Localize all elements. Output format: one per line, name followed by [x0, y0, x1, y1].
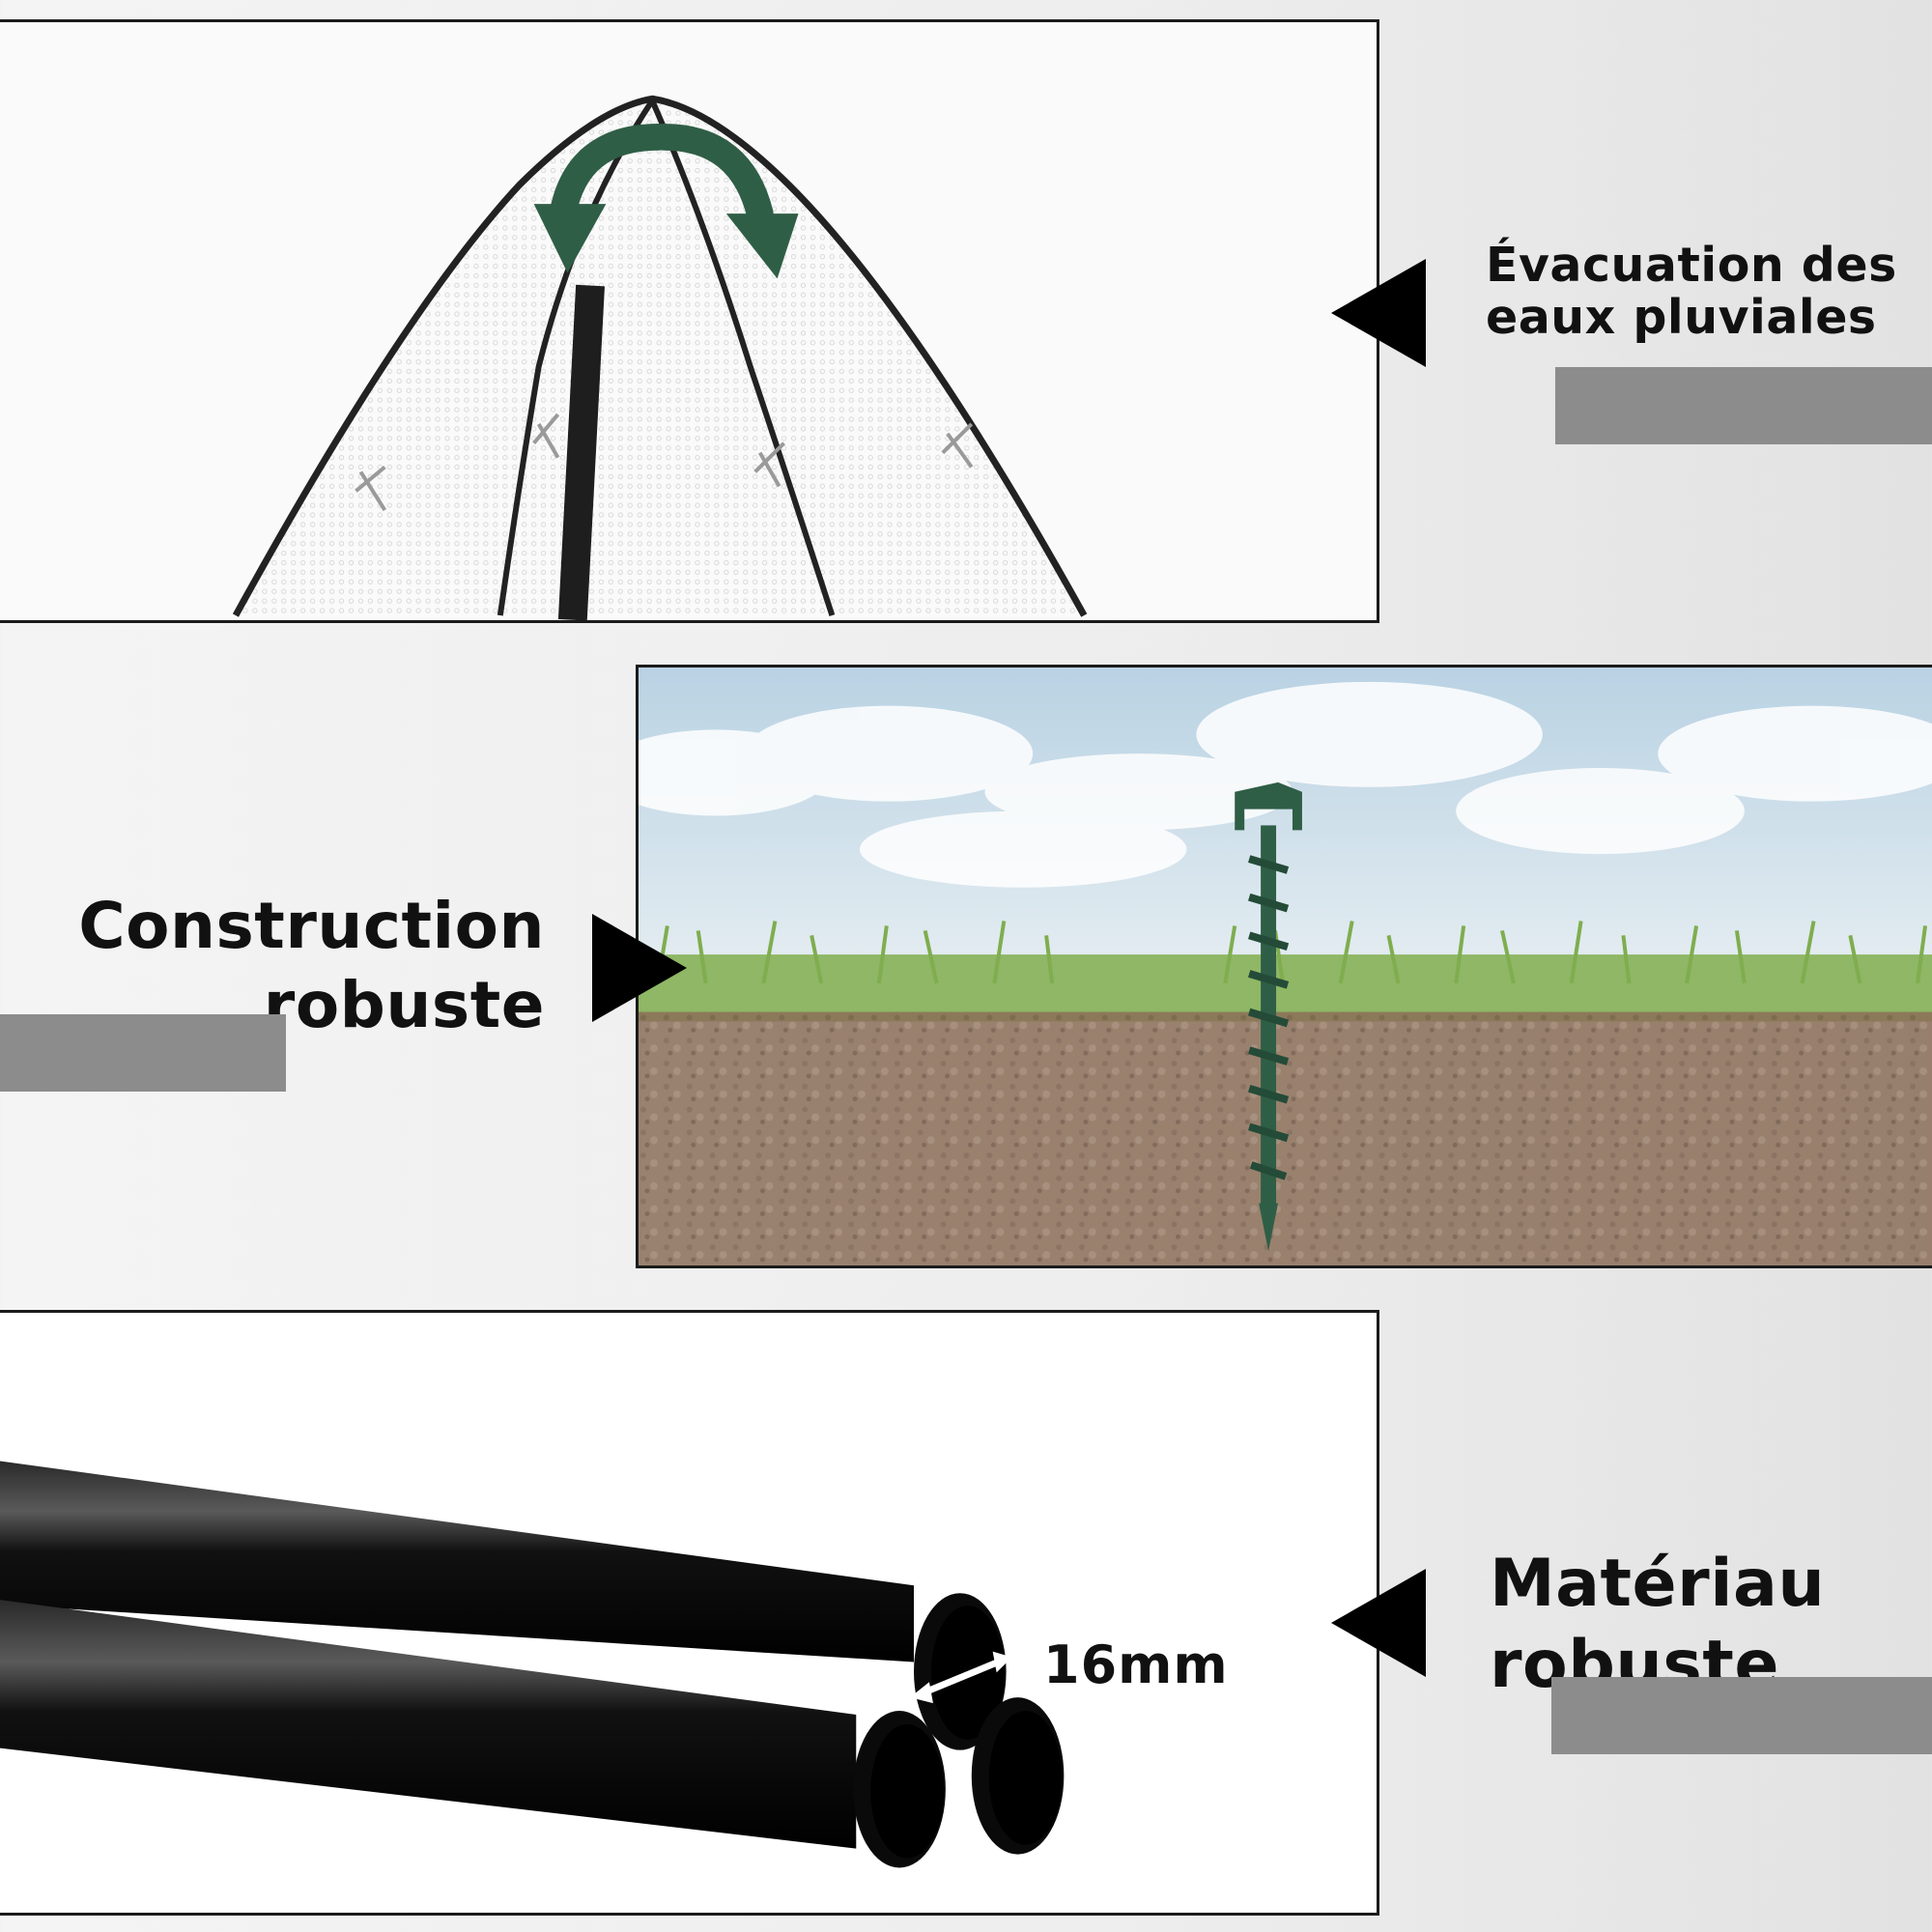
redaction-bar: [0, 1014, 286, 1092]
ground-stake-image-panel: [636, 665, 1932, 1268]
roof-seam-right: [649, 99, 836, 616]
caption-line: Matériau: [1490, 1546, 1826, 1622]
zipper-strip: [557, 284, 605, 620]
caption-line: Évacuation des: [1486, 238, 1897, 293]
redaction-bar: [1551, 1677, 1932, 1754]
steel-tubes-illustration: [0, 1461, 1065, 1868]
steel-tube: [0, 1600, 946, 1868]
pointer-triangle-icon: [1331, 259, 1426, 367]
greenhouse-roof-illustration: [232, 95, 1088, 620]
redaction-bar: [1555, 367, 1932, 444]
rain-drainage-image-panel: [0, 19, 1379, 623]
steel-tubes-image-panel: [0, 1310, 1379, 1916]
double-arrow-icon: [910, 1651, 1012, 1704]
steel-tube: [971, 1697, 1065, 1855]
drainage-caption: Évacuation des eaux pluviales: [1486, 240, 1897, 344]
ground-stake: [1235, 781, 1302, 1252]
caption-line: Construction: [78, 889, 545, 963]
cover-outline: [232, 95, 1088, 617]
pointer-triangle-icon: [1331, 1569, 1426, 1677]
pointer-triangle-icon: [592, 914, 687, 1022]
caption-line: robuste: [263, 968, 545, 1042]
greenhouse-cover: [235, 99, 1085, 616]
curved-arrow-icon: [650, 123, 799, 279]
tube-diameter-label: 16mm: [1043, 1634, 1229, 1695]
ground-stake-illustration: [639, 668, 1932, 1265]
tie-marks: [355, 412, 974, 512]
caption-line: eaux pluviales: [1486, 290, 1877, 345]
clouds: [639, 681, 1932, 888]
roof-seam-left: [497, 99, 655, 616]
construction-caption: Construction robuste: [78, 887, 545, 1045]
curved-arrow-icon: [533, 123, 673, 273]
material-caption: Matériau robuste: [1490, 1544, 1825, 1706]
steel-tube: [0, 1461, 1007, 1750]
